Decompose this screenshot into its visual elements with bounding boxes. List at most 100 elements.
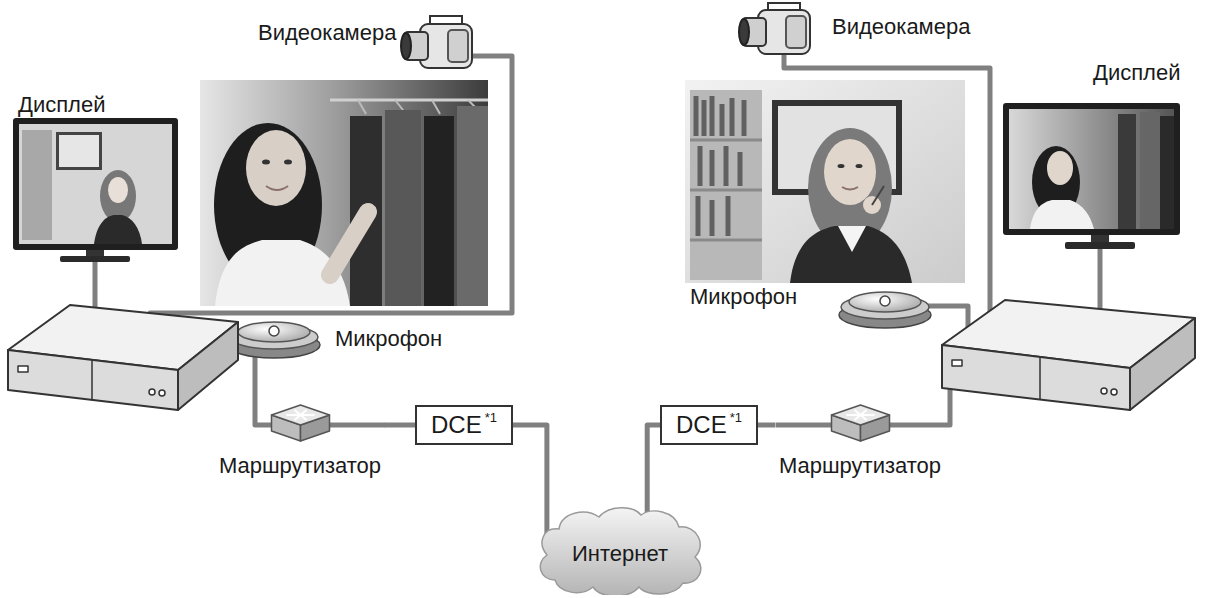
router-icon xyxy=(216,401,385,445)
device-label: Дисплей xyxy=(18,92,105,118)
photo-right xyxy=(690,90,762,280)
display-left xyxy=(108,177,128,203)
video-camera-right xyxy=(739,3,810,54)
video-codec-left xyxy=(159,390,165,396)
cable-connector xyxy=(385,423,416,428)
video-camera-right xyxy=(768,3,800,10)
display-right xyxy=(1003,103,1180,235)
display-right xyxy=(1160,116,1174,229)
router-label: Маршрутизатор xyxy=(216,453,385,479)
device-label: Дисплей xyxy=(1093,60,1180,86)
video-codec-left xyxy=(8,350,178,410)
video-codec-left xyxy=(149,389,155,395)
display-right xyxy=(1140,112,1160,229)
photo-left xyxy=(246,130,306,206)
device-label: Видеокамера xyxy=(258,20,396,46)
router-node: Маршрутизатор xyxy=(776,401,945,479)
microphone-left xyxy=(228,322,320,358)
photo-left xyxy=(330,212,368,275)
video-codec-left xyxy=(91,360,93,400)
router-icon xyxy=(286,410,314,420)
photo-left xyxy=(262,160,270,165)
display-left xyxy=(94,215,142,244)
photo-right xyxy=(842,187,858,190)
display-left xyxy=(13,118,178,262)
microphone-right xyxy=(849,292,921,312)
dce-box: DCE*1 xyxy=(415,405,513,445)
display-left xyxy=(100,170,136,222)
router-icon xyxy=(846,410,874,420)
video-codec-right xyxy=(1101,388,1107,394)
display-left xyxy=(86,250,104,256)
video-camera-left xyxy=(401,33,411,59)
dce-label: DCE xyxy=(431,411,482,438)
device-label: Микрофон xyxy=(335,326,442,352)
photo-right xyxy=(838,164,845,168)
photo-left xyxy=(385,110,421,306)
video-codec-right xyxy=(942,345,1130,410)
video-camera-left xyxy=(448,30,468,62)
display-left xyxy=(60,256,130,262)
photo-right xyxy=(856,164,863,168)
cable xyxy=(885,380,950,425)
display-right xyxy=(1003,103,1180,249)
video-camera-right xyxy=(739,19,749,45)
photo-left xyxy=(266,186,288,190)
microphone-left xyxy=(238,322,310,342)
video-camera-left xyxy=(401,16,472,68)
photo-right xyxy=(685,80,965,283)
footnote-mark: *1 xyxy=(730,410,742,425)
cable xyxy=(150,56,512,335)
video-codec-right xyxy=(1130,318,1195,410)
video-camera-left xyxy=(430,16,462,24)
display-left xyxy=(19,124,172,244)
photo-left xyxy=(330,99,488,102)
video-codec-right xyxy=(952,360,962,366)
display-right xyxy=(1065,242,1135,249)
device-label: Видеокамера xyxy=(832,14,970,40)
router-icon xyxy=(271,405,329,425)
microphone-left xyxy=(269,326,279,336)
photo-left xyxy=(424,116,454,306)
photo-left xyxy=(200,80,488,306)
cable-connector xyxy=(758,423,776,428)
photo-right xyxy=(685,80,965,283)
cable-connector xyxy=(647,425,660,505)
microphone-right xyxy=(880,296,890,306)
photo-left xyxy=(457,106,488,306)
dce-box: DCE*1 xyxy=(660,405,758,445)
cloud-label: Интернет xyxy=(572,533,668,567)
display-right xyxy=(1118,114,1136,229)
video-codec-right xyxy=(942,300,1195,410)
video-codec-left xyxy=(18,366,28,372)
cloud-shape xyxy=(540,508,700,595)
router-icon xyxy=(776,401,945,445)
device-label: Микрофон xyxy=(690,284,797,310)
display-left xyxy=(13,118,178,250)
display-left xyxy=(59,135,99,167)
display-right xyxy=(1030,200,1094,229)
video-camera-right xyxy=(786,16,806,48)
video-codec-left xyxy=(8,305,238,410)
photo-right xyxy=(790,226,912,283)
display-right xyxy=(1091,235,1109,242)
display-right xyxy=(1009,109,1174,229)
router-icon xyxy=(831,405,889,425)
dce-label: DCE xyxy=(676,411,727,438)
video-codec-right xyxy=(1111,389,1117,395)
photo-left xyxy=(284,160,292,165)
display-right xyxy=(1047,151,1073,185)
photo-right xyxy=(824,139,876,205)
photo-right xyxy=(872,186,884,205)
microphone-right xyxy=(839,292,931,328)
photo-right xyxy=(696,96,744,236)
video-codec-right xyxy=(1039,357,1041,399)
display-left xyxy=(22,130,52,240)
router-label: Маршрутизатор xyxy=(776,453,945,479)
display-left xyxy=(56,132,102,170)
video-codec-left xyxy=(178,322,238,410)
photo-right xyxy=(838,226,866,252)
